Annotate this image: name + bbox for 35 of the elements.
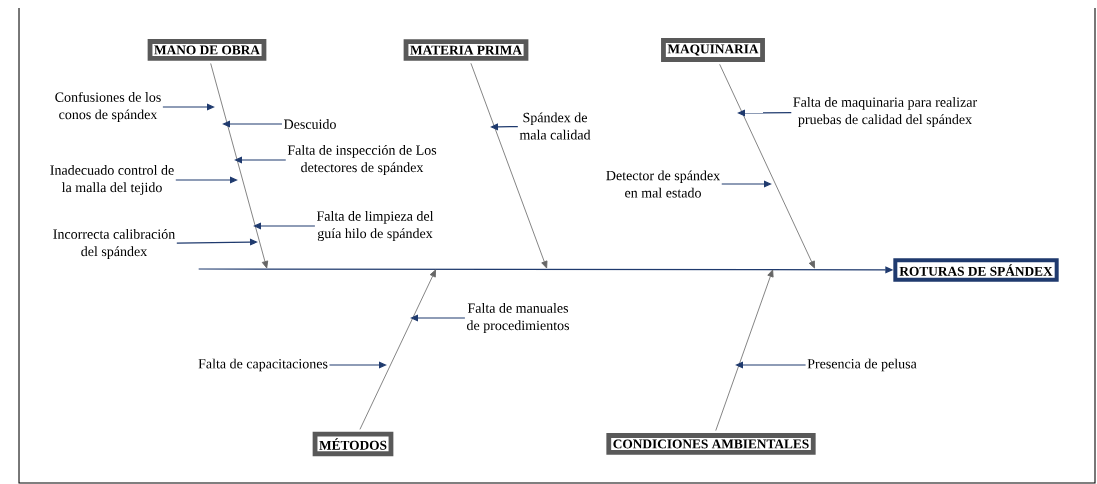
cause-label: Detector de spándex en mal estado <box>606 170 720 198</box>
cause-label: Descuido <box>283 119 336 129</box>
cause-arrow <box>410 314 466 322</box>
cause-arrow <box>735 361 807 369</box>
cause-arrow <box>234 156 287 164</box>
bone-arrow <box>715 269 774 431</box>
cause-arrow <box>162 103 215 111</box>
category-box: MANO DE OBRA <box>147 39 267 61</box>
category-box: MÉTODOS <box>312 431 394 457</box>
bone-arrow <box>359 269 436 430</box>
category-box: MATERIA PRIMA <box>403 39 529 61</box>
cause-arrow <box>176 238 258 246</box>
cause-label: Falta de limpieza del guía hilo de spándex <box>316 210 434 241</box>
cause-label: Spándex de mala calidad <box>519 112 591 140</box>
bone-arrow <box>470 62 548 269</box>
cause-arrow <box>175 176 238 184</box>
cause-arrow <box>253 222 316 230</box>
cause-label: Incorrecta calibración del spándex <box>53 229 175 259</box>
cause-arrow <box>328 361 387 369</box>
effect-box: ROTURAS DE SPÁNDEX <box>893 258 1059 282</box>
bone-arrow <box>210 63 269 269</box>
bone-arrow <box>719 63 815 269</box>
cause-arrow <box>721 180 772 188</box>
cause-label: Inadecuado control de la malla del tejido <box>50 165 174 195</box>
cause-arrow <box>737 109 792 117</box>
cause-label: Falta de manuales de procedimientos <box>467 303 569 333</box>
cause-label: Falta de inspección de Los detectores de spándex <box>287 145 437 175</box>
cause-arrow <box>222 120 283 128</box>
cause-label: Presencia de pelusa <box>807 358 917 372</box>
category-box: CONDICIONES AMBIENTALES <box>606 433 816 455</box>
cause-arrow <box>490 123 519 131</box>
category-box: MAQUINARIA <box>661 38 765 62</box>
cause-label: Falta de maquinaria para realizar pruebas de calidad del spándex <box>793 97 978 127</box>
cause-label: Confusiones de los conos de spándex <box>55 91 161 123</box>
cause-label: Falta de capacitaciones <box>198 358 328 372</box>
